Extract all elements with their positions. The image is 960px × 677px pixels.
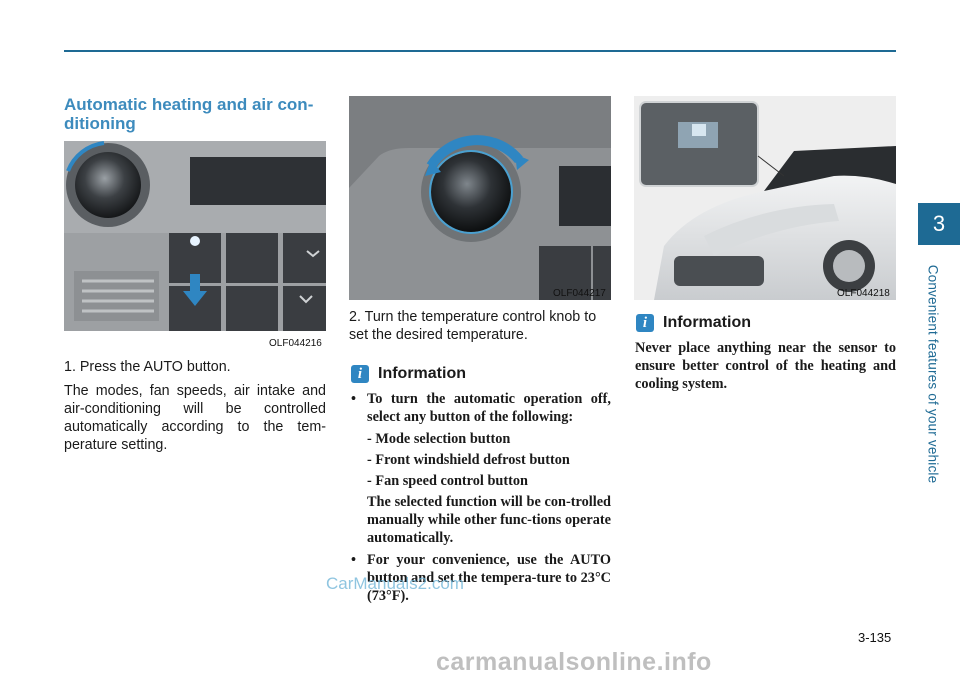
chapter-title: Convenient features of your vehicle — [925, 264, 941, 484]
sensor-info-text: Never place anything near the sensor to … — [635, 340, 896, 392]
section-heading: Automatic heating and air con-ditioning — [64, 95, 314, 133]
image-caption: OLF044218 — [837, 288, 890, 299]
sub-note: The selected function will be con-trolle… — [367, 494, 611, 546]
info-icon: i — [636, 314, 654, 332]
car-sensor-image — [634, 96, 896, 300]
step-2: 2. Turn the temperature control knob to … — [349, 308, 611, 344]
watermark-small: CarManuals2.com — [326, 574, 464, 593]
information-heading: i Information — [636, 314, 751, 332]
bullet-text: To turn the automatic operation off, sel… — [367, 391, 611, 425]
header-rule — [64, 50, 896, 52]
list-item: • To turn the automatic operation off, s… — [351, 390, 611, 426]
climate-panel-image — [64, 141, 326, 331]
bullet-text: For your convenience, use the AUTO butto… — [367, 552, 611, 604]
image-caption: OLF044217 — [553, 288, 606, 299]
list-item: • For your convenience, use the AUTO but… — [351, 551, 611, 605]
page-number: 3-135 — [858, 630, 892, 645]
bullet-icon: • — [351, 552, 357, 568]
info-title: Information — [663, 314, 751, 331]
sub-item: - Mode selection button — [367, 431, 511, 447]
image-caption: OLF044216 — [269, 338, 322, 349]
info-list: • To turn the automatic operation off, s… — [351, 390, 611, 609]
step-1: 1. Press the AUTO button. — [64, 359, 231, 375]
auto-description: The modes, fan speeds, air intake and ai… — [64, 383, 326, 453]
sub-item: - Front windshield defrost button — [367, 452, 570, 468]
bullet-icon: • — [351, 391, 357, 407]
sub-item: - Fan speed control button — [367, 473, 528, 489]
information-heading: i Information — [351, 365, 466, 383]
step-2-text: 2. Turn the temperature control knob to … — [349, 309, 597, 343]
chapter-title-vertical: Convenient features of your vehicle — [923, 256, 943, 492]
info-title: Information — [378, 365, 466, 382]
temperature-knob-image — [349, 96, 611, 300]
info-icon: i — [351, 365, 369, 383]
chapter-tab: 3 — [918, 203, 960, 245]
col1-body: 1. Press the AUTO button. The modes, fan… — [64, 358, 326, 460]
watermark-large: carmanualsonline.info — [436, 648, 712, 676]
